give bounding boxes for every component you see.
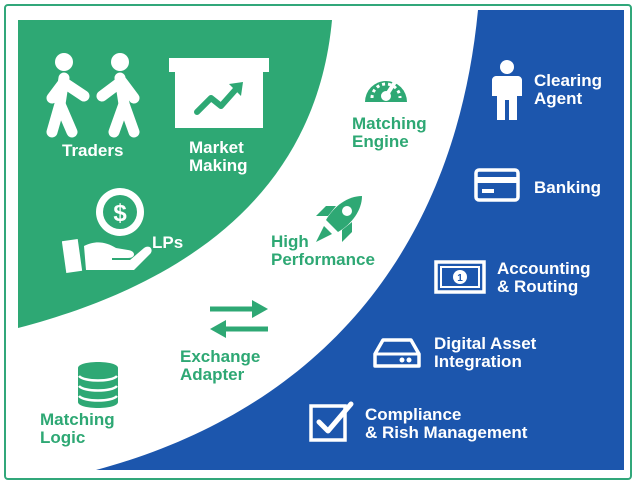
clearing-agent-label-line1: Clearing xyxy=(534,71,603,90)
gauge-icon xyxy=(365,80,407,102)
market-making-label-line2: Making xyxy=(189,156,248,175)
svg-text:$: $ xyxy=(113,200,127,227)
person-icon xyxy=(492,60,522,120)
trend-chart-icon xyxy=(169,58,269,128)
checkbox-icon xyxy=(309,401,354,442)
banking-label: Banking xyxy=(534,178,602,197)
matching-engine-label-line2: Engine xyxy=(352,132,409,151)
rocket-icon xyxy=(316,196,362,242)
digital-asset-integration-label-line2: Integration xyxy=(434,352,522,371)
digital-asset-integration-label-line1: Digital Asset xyxy=(434,334,537,353)
svg-text:1: 1 xyxy=(457,273,463,284)
database-icon xyxy=(78,362,118,408)
clearing-agent-label-line2: Agent xyxy=(534,89,583,108)
people-walking-icon xyxy=(46,53,140,138)
blue-zone xyxy=(96,10,624,470)
compliance-label-line2: & Rish Management xyxy=(365,423,528,442)
banknote-icon: 1 xyxy=(434,260,486,294)
hand-dollar-coin-icon: $ xyxy=(62,188,152,273)
market-making-label-line1: Market xyxy=(189,138,244,157)
accounting-routing-label-line1: Accounting xyxy=(497,259,591,278)
matching-logic-label-line2: Logic xyxy=(40,428,86,447)
high-performance-label-line2: Performance xyxy=(271,250,375,269)
credit-card-icon xyxy=(474,168,520,202)
traders-label: Traders xyxy=(62,141,124,160)
matching-logic-label-line1: Matching xyxy=(40,410,115,429)
accounting-routing-label-line2: & Routing xyxy=(497,277,579,296)
high-performance-label-line1: High xyxy=(271,232,309,251)
exchange-adapter-label-line1: Exchange xyxy=(180,347,261,366)
exchange-adapter-label-line2: Adapter xyxy=(180,365,245,384)
server-drive-icon xyxy=(373,338,421,368)
exchange-arrows-icon xyxy=(210,300,268,338)
lps-label: LPs xyxy=(152,233,184,252)
matching-engine-label-line1: Matching xyxy=(352,114,427,133)
compliance-label-line1: Compliance xyxy=(365,405,462,424)
